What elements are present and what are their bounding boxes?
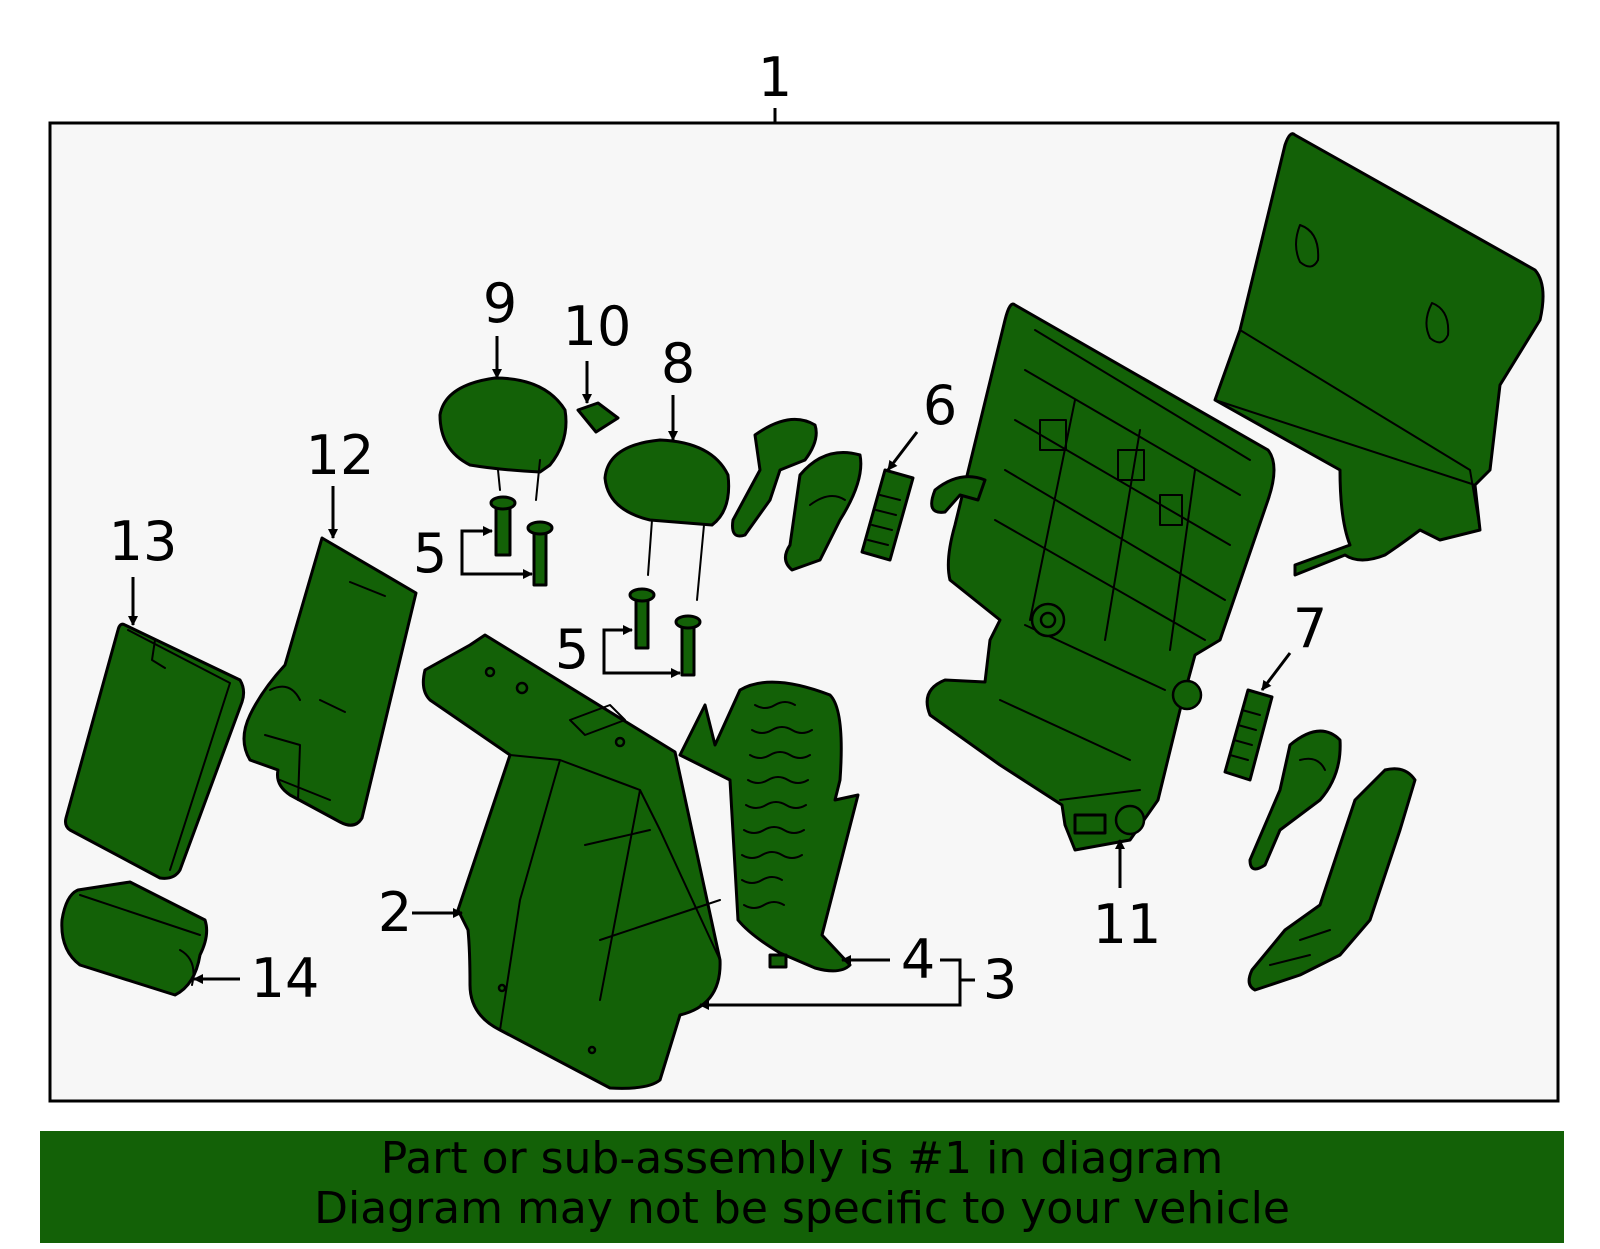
callout-14[interactable]: 14 (251, 947, 320, 1010)
part-side-trim-left[interactable] (731, 417, 863, 572)
callout-5-upper[interactable]: 5 (413, 522, 447, 585)
part-5-guides-lower[interactable] (628, 587, 702, 677)
callout-7[interactable]: 7 (1293, 597, 1327, 660)
part-6-bezel[interactable] (860, 468, 915, 562)
part-9-headrest[interactable] (438, 376, 568, 501)
footer-banner: Part or sub-assembly is #1 in diagram Di… (40, 1131, 1564, 1243)
part-5-guides-upper[interactable] (489, 495, 554, 587)
part-8-headrest[interactable] (603, 438, 731, 601)
part-side-trim-right[interactable] (1247, 729, 1417, 992)
part-7-bezel[interactable] (1223, 688, 1274, 782)
callout-3[interactable]: 3 (983, 948, 1017, 1011)
callout-9[interactable]: 9 (483, 272, 517, 335)
part-13-back-panel[interactable] (64, 622, 246, 880)
footer-line-2: Diagram may not be specific to your vehi… (314, 1183, 1290, 1234)
part-4-seat-back-pad[interactable] (678, 680, 860, 973)
callout-1[interactable]: 1 (758, 46, 792, 109)
callout-4[interactable]: 4 (901, 928, 935, 991)
part-10-clip[interactable] (576, 401, 620, 434)
callout-2[interactable]: 2 (378, 881, 412, 944)
callout-13[interactable]: 13 (109, 510, 178, 573)
part-14-armrest[interactable] (60, 880, 209, 997)
callout-8[interactable]: 8 (661, 332, 695, 395)
part-rear-back-board[interactable] (1213, 132, 1545, 577)
callout-6[interactable]: 6 (923, 374, 957, 437)
footer-line-1: Part or sub-assembly is #1 in diagram (380, 1133, 1224, 1184)
callout-5-lower[interactable]: 5 (555, 618, 589, 681)
callout-11[interactable]: 11 (1093, 893, 1162, 956)
part-11-seat-frame[interactable] (925, 302, 1276, 852)
callout-10[interactable]: 10 (563, 295, 632, 358)
callout-12[interactable]: 12 (306, 424, 375, 487)
part-12-armrest-frame[interactable] (242, 536, 418, 827)
